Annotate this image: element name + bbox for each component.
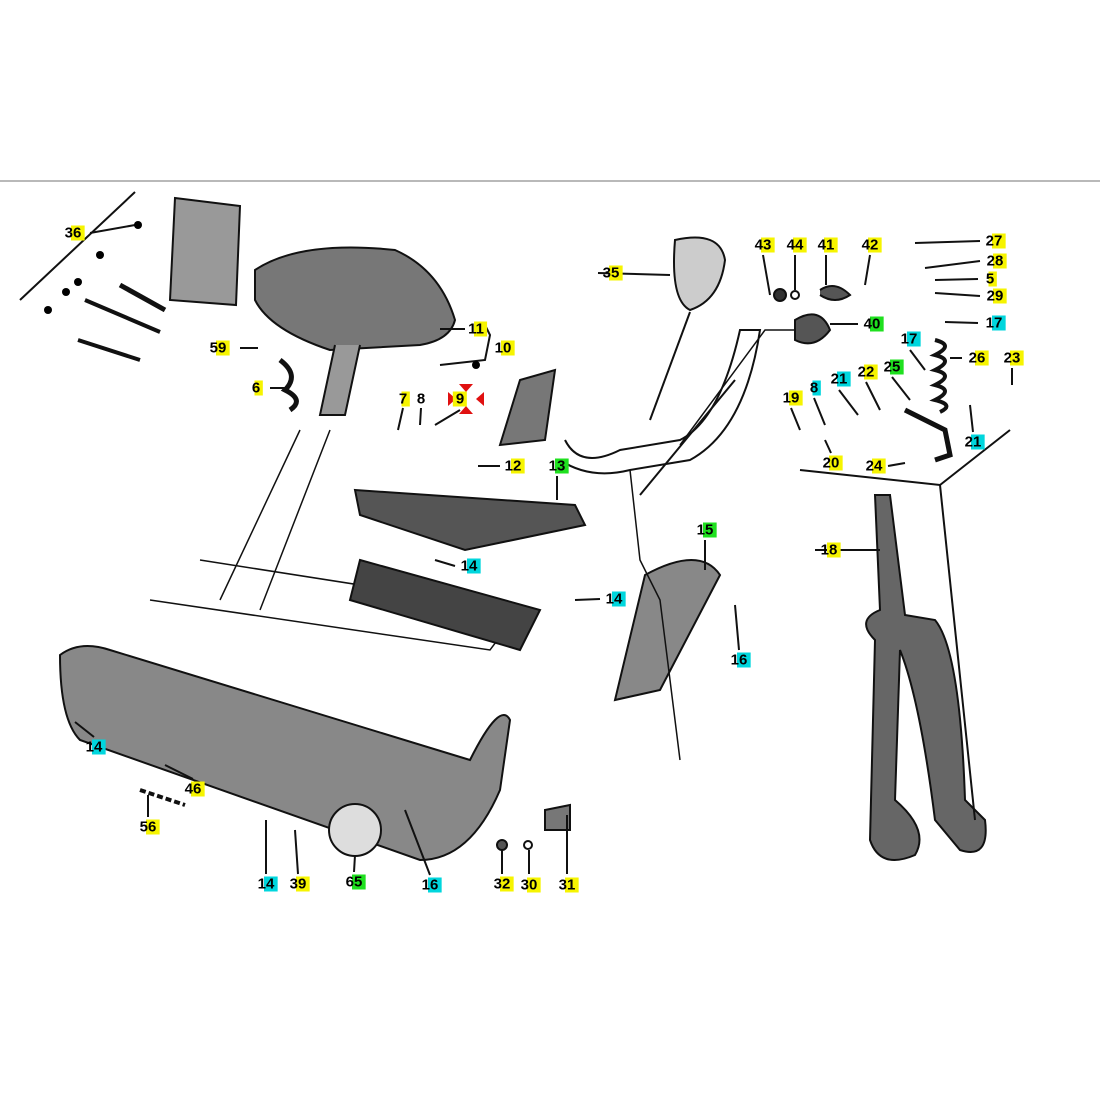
mirror-stem <box>649 311 691 421</box>
callout-5: 5 <box>982 271 998 287</box>
callout-16: 16 <box>418 877 442 893</box>
callout-39: 39 <box>286 876 310 892</box>
callout-8: 8 <box>806 380 822 396</box>
position-marker-9 <box>448 384 484 414</box>
callout-22: 22 <box>854 364 878 380</box>
callout-29: 29 <box>983 288 1007 304</box>
fork-pointer <box>939 484 976 821</box>
swing-arm <box>903 407 953 463</box>
callout-23: 23 <box>1000 350 1024 366</box>
callout-56: 56 <box>136 819 160 835</box>
bracket <box>498 368 557 447</box>
seat-spring <box>278 358 299 413</box>
callout-18: 18 <box>817 542 841 558</box>
spanner <box>118 282 167 313</box>
callout-30: 30 <box>517 877 541 893</box>
toolbag <box>168 196 242 307</box>
callout-14: 14 <box>602 591 626 607</box>
leg-shield <box>613 559 722 702</box>
toolkit-boundary <box>19 191 136 301</box>
callout-43: 43 <box>751 237 775 253</box>
pointer-arrow <box>639 379 736 496</box>
callout-21: 21 <box>827 371 851 387</box>
callout-31: 31 <box>555 877 579 893</box>
seat <box>254 246 457 352</box>
callout-27: 27 <box>982 233 1006 249</box>
callout-12: 12 <box>501 458 525 474</box>
callout-7: 7 <box>395 391 411 407</box>
callout-20: 20 <box>819 455 843 471</box>
callout-24: 24 <box>862 458 886 474</box>
callout-11: 11 <box>465 321 487 337</box>
fork <box>865 494 987 861</box>
handlebar <box>559 329 762 475</box>
footboard-frame <box>58 645 512 862</box>
mirror <box>673 236 727 312</box>
callout-16: 16 <box>727 652 751 668</box>
callout-8: 8 <box>416 390 426 408</box>
divider-line <box>0 180 1100 182</box>
callout-35: 35 <box>599 265 623 281</box>
callout-13: 13 <box>545 458 569 474</box>
callout-32: 32 <box>490 876 514 892</box>
callout-65: 65 <box>342 874 366 890</box>
callout-40: 40 <box>860 316 884 332</box>
callout-25: 25 <box>880 359 904 375</box>
seat-post <box>318 344 361 416</box>
suspension-spring <box>929 338 949 414</box>
screwdriver <box>77 338 141 362</box>
frame-cap <box>328 803 382 857</box>
callout-14: 14 <box>457 558 481 574</box>
wrench <box>84 298 161 334</box>
callout-14: 14 <box>82 739 106 755</box>
callout-26: 26 <box>965 350 989 366</box>
item-bullets <box>44 221 480 369</box>
callout-19: 19 <box>779 390 803 406</box>
callout-46: 46 <box>181 781 205 797</box>
callout-9: 9 <box>452 391 468 407</box>
callout-41: 41 <box>814 237 838 253</box>
callout-17: 17 <box>982 315 1006 331</box>
callout-17: 17 <box>897 331 921 347</box>
callout-42: 42 <box>858 237 882 253</box>
callout-44: 44 <box>783 237 807 253</box>
callout-28: 28 <box>983 253 1007 269</box>
floor-mat <box>353 488 587 552</box>
callout-59: 59 <box>206 340 230 356</box>
callout-15: 15 <box>693 522 717 538</box>
callout-14: 14 <box>254 876 278 892</box>
callout-21: 21 <box>961 434 985 450</box>
callout-10: 10 <box>491 340 515 356</box>
callout-36: 36 <box>61 225 85 241</box>
callout-6: 6 <box>248 380 264 396</box>
